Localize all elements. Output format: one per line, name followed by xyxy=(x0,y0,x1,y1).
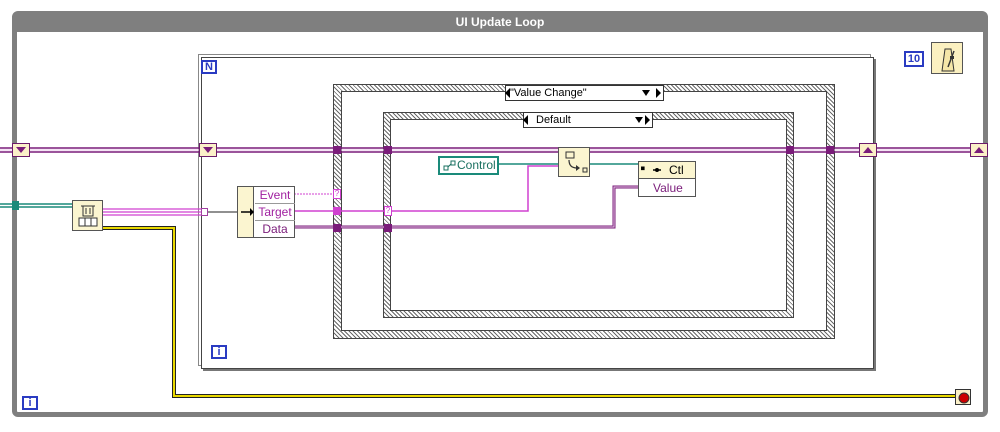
property-node-class: Ctl xyxy=(669,163,684,177)
shift-register-down-icon xyxy=(16,147,26,153)
case-selector[interactable]: Default xyxy=(523,112,653,128)
error-wire[interactable] xyxy=(102,226,956,398)
for-shift-register-right[interactable] xyxy=(859,143,877,157)
chevron-down-icon[interactable] xyxy=(642,90,650,96)
for-loop-count-terminal[interactable]: N xyxy=(201,60,217,74)
property-node-header: ■ Ctl xyxy=(639,162,695,179)
cluster-wire-main[interactable] xyxy=(0,147,988,153)
for-shift-register-left[interactable] xyxy=(199,143,217,157)
refnum-tunnel[interactable] xyxy=(12,201,19,210)
for-loop-iteration-terminal[interactable]: i xyxy=(211,345,227,359)
wait-ms-constant[interactable]: 10 xyxy=(904,51,924,67)
while-loop-iteration-terminal[interactable]: i xyxy=(22,396,38,410)
control-ref-label: Control xyxy=(457,158,496,172)
event-data-node[interactable]: Event Target Data xyxy=(237,186,295,238)
control-ref-constant[interactable]: Control xyxy=(438,156,499,175)
case-tunnel-out[interactable] xyxy=(786,146,794,154)
data-tunnel-event[interactable] xyxy=(333,224,341,232)
metronome-icon xyxy=(941,48,955,72)
refnum-icon xyxy=(443,160,456,171)
stop-icon xyxy=(958,392,970,404)
property-value-label: Value xyxy=(653,181,683,195)
property-node[interactable]: ■ Ctl Value xyxy=(638,161,696,197)
property-value-item[interactable]: Value xyxy=(639,180,695,196)
data-tunnel-case[interactable] xyxy=(384,224,392,232)
register-events-node[interactable] xyxy=(72,200,103,231)
event-data-item-event[interactable]: Event xyxy=(255,187,295,204)
event-data-item-target[interactable]: Target xyxy=(255,204,295,221)
arrow-right-icon xyxy=(241,208,254,216)
event-tunnel-out[interactable] xyxy=(826,146,834,154)
while-shift-register-right[interactable] xyxy=(970,143,988,157)
register-events-icon xyxy=(78,205,98,227)
event-output-tunnel[interactable]: ? xyxy=(333,189,341,199)
event-data-node-handle xyxy=(238,187,254,237)
event-case-selector[interactable]: "Value Change" xyxy=(505,85,664,101)
target-tunnel-event[interactable] xyxy=(333,207,341,215)
shift-register-up-icon xyxy=(974,147,984,153)
stop-terminal[interactable] xyxy=(955,389,971,405)
refnum-wire-input[interactable] xyxy=(0,203,72,208)
shift-register-up-icon xyxy=(863,147,873,153)
prev-case-icon[interactable] xyxy=(523,115,528,125)
wait-timer-node[interactable] xyxy=(931,42,963,74)
while-shift-register-left[interactable] xyxy=(12,143,30,157)
next-case-icon[interactable] xyxy=(656,88,661,98)
data-cluster-wire[interactable] xyxy=(294,185,640,229)
to-more-specific-node[interactable] xyxy=(558,147,590,177)
event-tunnel-in[interactable] xyxy=(333,146,341,154)
cast-icon xyxy=(565,151,588,173)
svg-text:■: ■ xyxy=(641,165,645,172)
shift-register-down-icon xyxy=(203,147,213,153)
target-wire[interactable] xyxy=(294,165,558,212)
event-data-item-data[interactable]: Data xyxy=(262,222,288,236)
event-case-label: "Value Change" xyxy=(510,87,587,99)
chevron-down-icon[interactable] xyxy=(635,117,643,123)
next-case-icon[interactable] xyxy=(645,115,650,125)
case-selector-label: Default xyxy=(536,114,571,126)
case-tunnel-in[interactable] xyxy=(384,146,392,154)
property-node-icon: ■ xyxy=(641,165,661,172)
event-registration-wire[interactable] xyxy=(102,208,238,216)
target-tunnel-case[interactable]: ? xyxy=(384,206,392,216)
prev-case-icon[interactable] xyxy=(505,88,510,98)
while-loop-title: UI Update Loop xyxy=(455,15,545,29)
event-registration-tunnel[interactable] xyxy=(201,208,208,216)
